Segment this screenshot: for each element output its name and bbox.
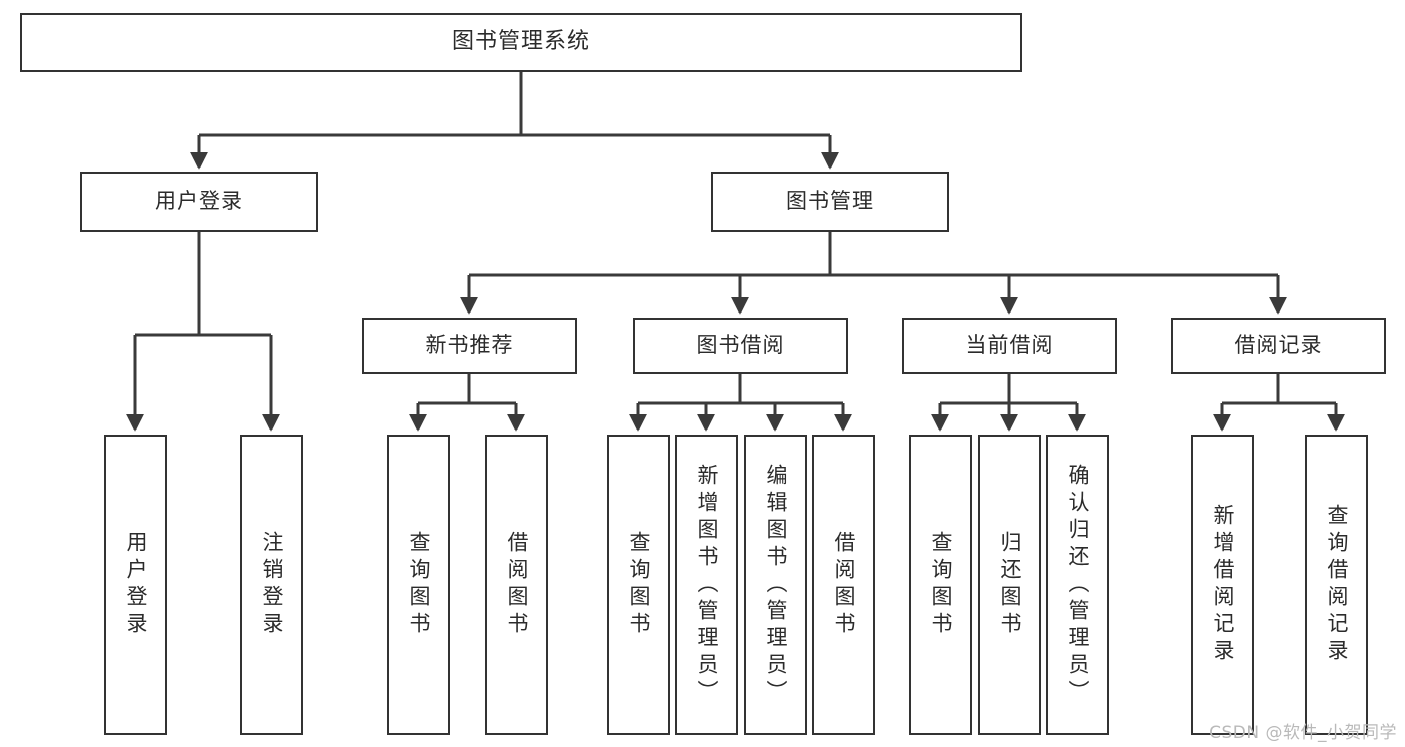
leaf-current-borrow-return[interactable]: 归还图书 <box>978 435 1041 735</box>
node-label: 查询图书 <box>929 531 953 639</box>
node-label: 图书管理 <box>786 189 874 214</box>
leaf-book-borrow-add[interactable]: 新增图书（管理员） <box>675 435 738 735</box>
leaf-user-login-logout[interactable]: 注销登录 <box>240 435 303 735</box>
watermark: CSDN @软件_小贺同学 <box>1209 723 1397 743</box>
node-book-borrow[interactable]: 图书借阅 <box>633 318 848 374</box>
node-label: 借阅图书 <box>505 531 529 639</box>
node-label: 新书推荐 <box>425 333 514 358</box>
node-label: 图书借阅 <box>696 333 785 358</box>
node-label: 当前借阅 <box>965 333 1054 358</box>
node-label: 借阅记录 <box>1234 333 1323 358</box>
node-label: 注销登录 <box>260 531 284 639</box>
leaf-book-borrow-borrow[interactable]: 借阅图书 <box>812 435 875 735</box>
node-user-login[interactable]: 用户登录 <box>80 172 318 232</box>
leaf-new-book-borrow[interactable]: 借阅图书 <box>485 435 548 735</box>
node-label: 查询图书 <box>627 531 651 639</box>
leaf-book-borrow-edit[interactable]: 编辑图书（管理员） <box>744 435 807 735</box>
node-current-borrow[interactable]: 当前借阅 <box>902 318 1117 374</box>
node-label: 图书管理系统 <box>451 29 590 55</box>
node-label: 查询借阅记录 <box>1325 504 1349 666</box>
leaf-user-login-login[interactable]: 用户登录 <box>104 435 167 735</box>
leaf-borrow-record-query[interactable]: 查询借阅记录 <box>1305 435 1368 735</box>
node-book-management[interactable]: 图书管理 <box>711 172 949 232</box>
leaf-book-borrow-query[interactable]: 查询图书 <box>607 435 670 735</box>
node-label: 借阅图书 <box>832 531 856 639</box>
node-label: 归还图书 <box>998 531 1022 639</box>
leaf-current-borrow-query[interactable]: 查询图书 <box>909 435 972 735</box>
leaf-current-borrow-confirm-return[interactable]: 确认归还（管理员） <box>1046 435 1109 735</box>
node-label: 用户登录 <box>155 189 243 214</box>
node-root-system[interactable]: 图书管理系统 <box>20 13 1022 72</box>
node-label: 新增借阅记录 <box>1211 504 1235 666</box>
node-label: 新增图书（管理员） <box>695 463 719 707</box>
node-label: 查询图书 <box>407 531 431 639</box>
node-label: 用户登录 <box>124 531 148 639</box>
leaf-new-book-query[interactable]: 查询图书 <box>387 435 450 735</box>
node-new-book-recommend[interactable]: 新书推荐 <box>362 318 577 374</box>
leaf-borrow-record-add[interactable]: 新增借阅记录 <box>1191 435 1254 735</box>
node-label: 确认归还（管理员） <box>1066 463 1090 707</box>
node-label: 编辑图书（管理员） <box>764 463 788 707</box>
node-borrow-record[interactable]: 借阅记录 <box>1171 318 1386 374</box>
